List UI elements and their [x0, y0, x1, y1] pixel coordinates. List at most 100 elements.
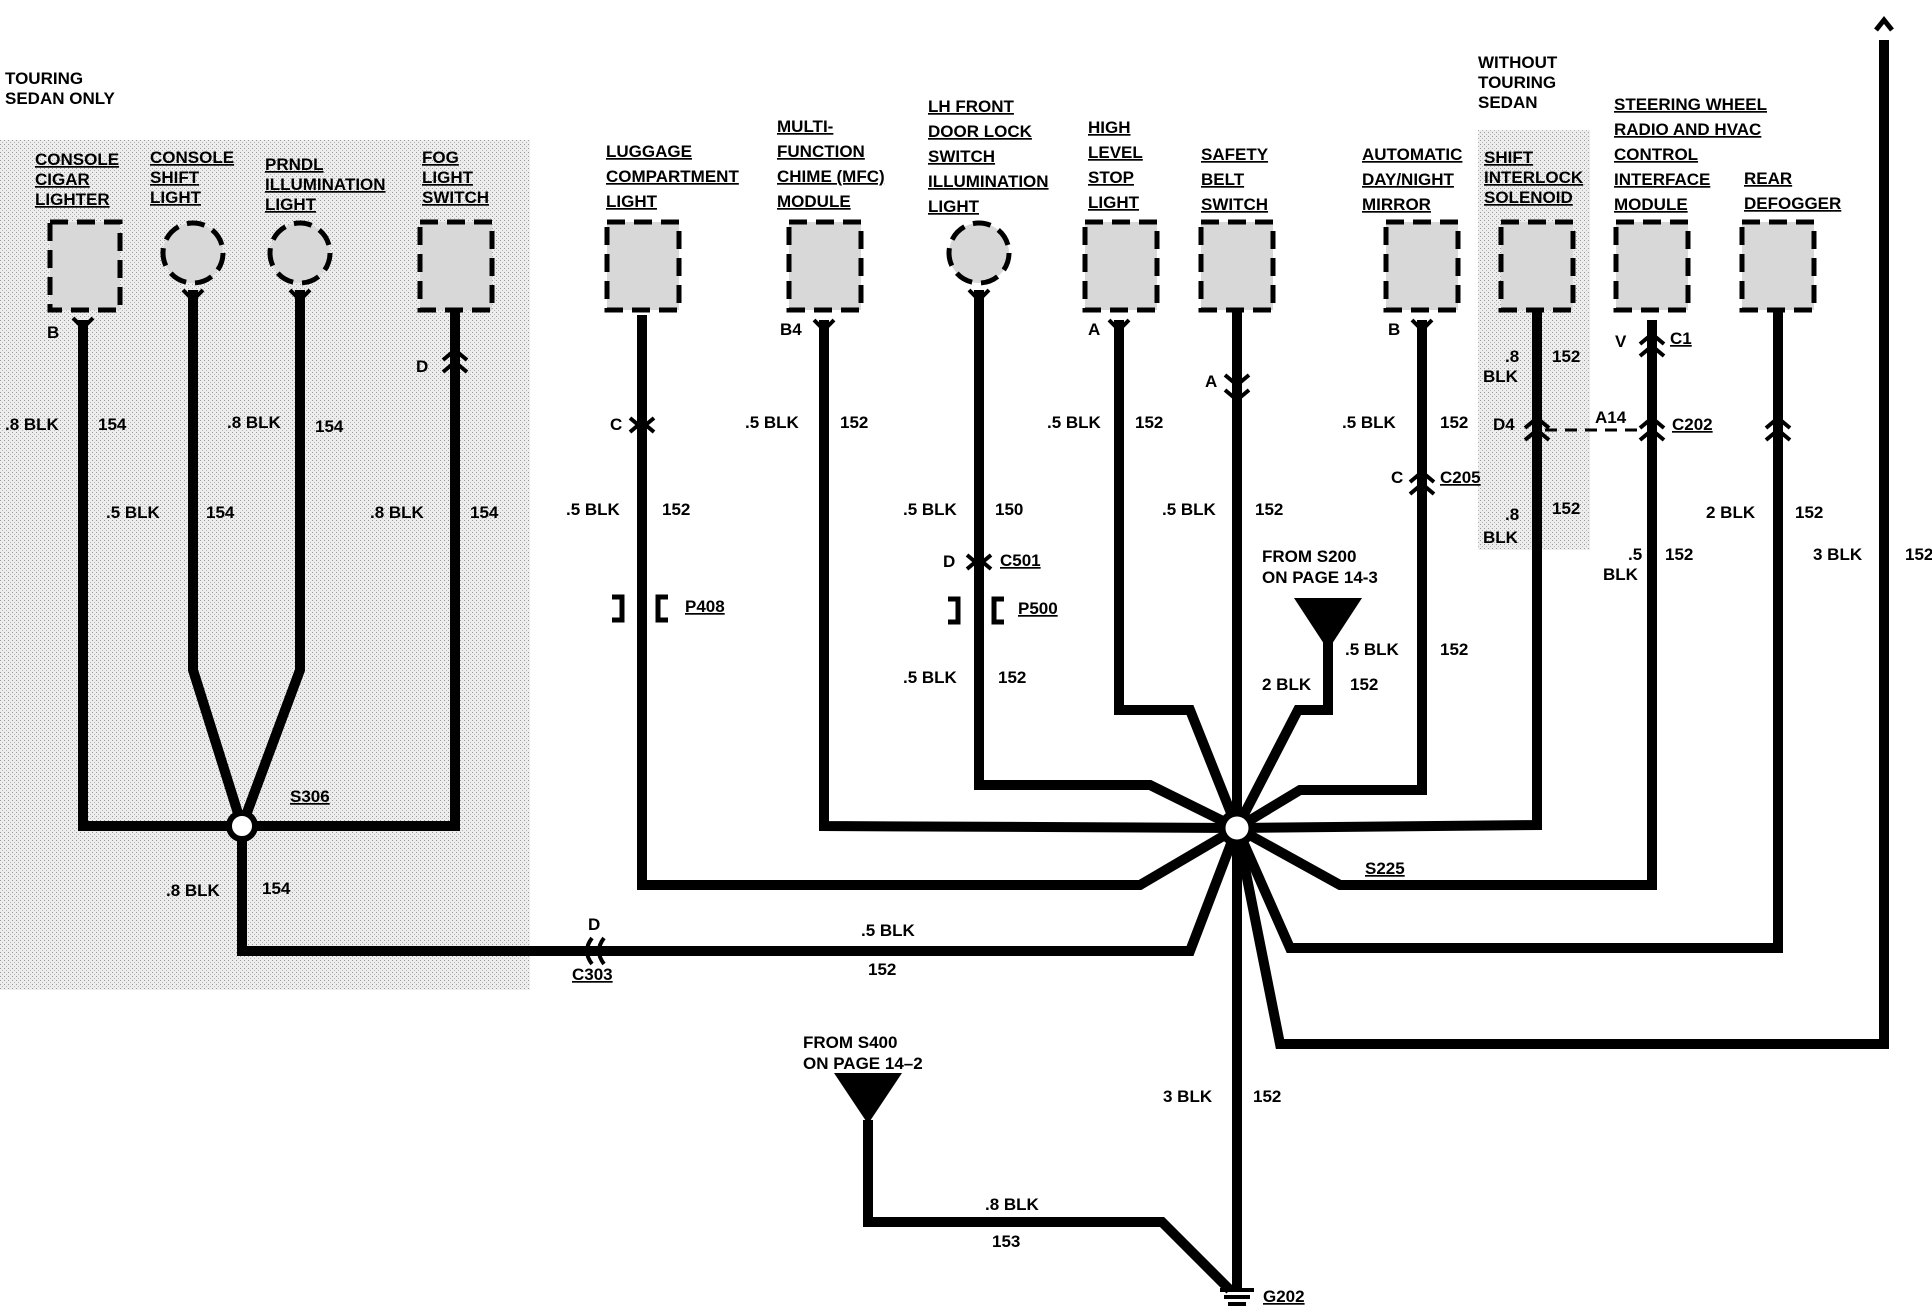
from-s200-letter: C — [1319, 609, 1336, 636]
region-touring-label-line-2: SEDAN ONLY — [5, 89, 116, 108]
wire-label-shift-il-size-a: .8 — [1505, 347, 1519, 366]
safety-belt-switch-box[interactable] — [1198, 219, 1276, 313]
safety-belt-title-line-2: BELT — [1201, 170, 1245, 189]
steering-title-line-3: CONTROL — [1614, 145, 1698, 164]
steering-title-line-5: MODULE — [1614, 195, 1688, 214]
wire-label-shift-il-size-b: .8 — [1505, 505, 1519, 524]
from-s200-label-line-2: ON PAGE 14-3 — [1262, 568, 1378, 587]
stop-light-title-line-4: LIGHT — [1088, 193, 1140, 212]
wire-label-s200-size-a: .5 BLK — [1345, 640, 1400, 659]
wire-luggage-light — [637, 315, 1240, 890]
wire-label-steer-size: .5 — [1628, 545, 1642, 564]
stop-light-title-line-2: LEVEL — [1088, 143, 1143, 162]
wire-label-mirror-circuit-a: 152 — [1440, 413, 1468, 432]
wire-label-stop-size: .5 BLK — [1047, 413, 1102, 432]
wire-label-mirror-size-a: .5 BLK — [1342, 413, 1397, 432]
wire-shift-interlock — [1236, 310, 1542, 833]
pin-stop-a: A — [1088, 320, 1100, 339]
steering-title-line-1: STEERING WHEEL — [1614, 95, 1767, 114]
fog-switch-title-line-2: LIGHT — [422, 168, 474, 187]
pin-belt-a: A — [1205, 372, 1217, 391]
connector-c205 — [1408, 469, 1436, 496]
prndl-light-bulb[interactable] — [267, 220, 333, 286]
connector-fog-d — [441, 347, 469, 374]
high-stop-light-box[interactable] — [1082, 219, 1160, 313]
terminal-mfc — [812, 318, 836, 333]
stop-light-title-line-3: STOP — [1088, 168, 1134, 187]
wire-prndl-light — [237, 290, 305, 828]
pin-mirror-b: B — [1388, 320, 1400, 339]
wire-label-shift-il-size-a2: BLK — [1483, 367, 1519, 386]
steering-module-box[interactable] — [1613, 219, 1691, 313]
console-shift-light-bulb[interactable] — [160, 220, 226, 286]
steering-title-line-4: INTERFACE — [1614, 170, 1710, 189]
lh-door-title-line-2: DOOR LOCK — [928, 122, 1033, 141]
ground-symbol — [1220, 1288, 1254, 1306]
pin-cigar-b: B — [47, 323, 59, 342]
from-s400-letter: B — [859, 1079, 876, 1106]
pin-fog-d: D — [416, 357, 428, 376]
region-touring-label-line-1: TOURING — [5, 69, 83, 88]
conn-c1: C1 — [1670, 329, 1692, 348]
lh-door-lock-light-bulb[interactable] — [946, 220, 1012, 286]
wire-label-c303-size: .5 BLK — [861, 921, 916, 940]
terminal-mirror — [1410, 318, 1434, 333]
connector-defogger — [1764, 415, 1792, 442]
wire-label-shift-il-circuit-b: 152 — [1552, 499, 1580, 518]
wire-rear-defogger — [1232, 310, 1783, 953]
wire-label-far-right-circuit: 152 — [1905, 545, 1932, 564]
steering-title-line-2: RADIO AND HVAC — [1614, 120, 1761, 139]
mfc-module-box[interactable] — [786, 219, 864, 313]
conn-p500: P500 — [1018, 599, 1058, 618]
prndl-title-line-1: PRNDL — [265, 155, 324, 174]
wire-label-s200-size-b: 2 BLK — [1262, 675, 1312, 694]
shift-interlock-title-line-1: SHIFT — [1484, 148, 1534, 167]
from-s200-triangle — [1294, 598, 1362, 650]
luggage-light-box[interactable] — [604, 219, 682, 313]
connector-c303 — [585, 936, 606, 966]
wire-label-shift-circuit: 154 — [206, 503, 235, 522]
wire-label-ground-size: 3 BLK — [1163, 1087, 1213, 1106]
wire-label-luggage-size: .5 BLK — [566, 500, 621, 519]
wire-label-mfc-size: .5 BLK — [745, 413, 800, 432]
shift-interlock-box[interactable] — [1498, 219, 1576, 313]
cigar-lighter-title-line-1: CONSOLE — [35, 150, 119, 169]
luggage-title-line-3: LIGHT — [606, 192, 658, 211]
wire-label-ground-circuit: 152 — [1253, 1087, 1281, 1106]
connector-d4 — [1523, 415, 1551, 442]
p500-bracket-right — [991, 596, 1004, 625]
p500-bracket-left — [948, 596, 961, 625]
console-cigar-lighter-box[interactable] — [47, 219, 123, 313]
fog-switch-title-line-3: SWITCH — [422, 188, 489, 207]
mfc-title-line-4: MODULE — [777, 192, 851, 211]
wire-label-steer-circuit: 152 — [1665, 545, 1693, 564]
day-night-mirror-box[interactable] — [1383, 219, 1461, 313]
connector-c1 — [1638, 331, 1666, 358]
lh-door-title-line-3: SWITCH — [928, 147, 995, 166]
wire-label-luggage-circuit: 152 — [662, 500, 690, 519]
defogger-title-line-1: REAR — [1744, 169, 1792, 188]
prndl-title-line-3: LIGHT — [265, 195, 317, 214]
defogger-title-line-2: DEFOGGER — [1744, 194, 1841, 213]
wire-label-belt-circuit: 152 — [1255, 500, 1283, 519]
wire-label-steer-size2: BLK — [1603, 565, 1639, 584]
wire-label-mfc-circuit: 152 — [840, 413, 868, 432]
mfc-title-line-3: CHIME (MFC) — [777, 167, 885, 186]
splice-s306-label: S306 — [290, 787, 330, 806]
pin-shift-a14: A14 — [1595, 408, 1627, 427]
luggage-title-line-1: LUGGAGE — [606, 142, 692, 161]
pin-mirror-c: C — [1391, 468, 1403, 487]
console-shift-title-line-2: SHIFT — [150, 168, 200, 187]
wire-label-defog-circuit: 152 — [1795, 503, 1823, 522]
rear-defogger-box[interactable] — [1739, 219, 1817, 313]
lh-door-title-line-5: LIGHT — [928, 197, 980, 216]
shift-interlock-title-line-3: SOLENOID — [1484, 188, 1573, 207]
fog-light-switch-box[interactable] — [417, 219, 495, 313]
mfc-title-line-1: MULTI- — [777, 117, 833, 136]
wire-label-fog-circuit: 154 — [470, 503, 499, 522]
mirror-title-line-2: DAY/NIGHT — [1362, 170, 1455, 189]
connector-luggage-c — [628, 416, 656, 434]
wire-far-right — [1232, 40, 1889, 1049]
mfc-title-line-2: FUNCTION — [777, 142, 865, 161]
